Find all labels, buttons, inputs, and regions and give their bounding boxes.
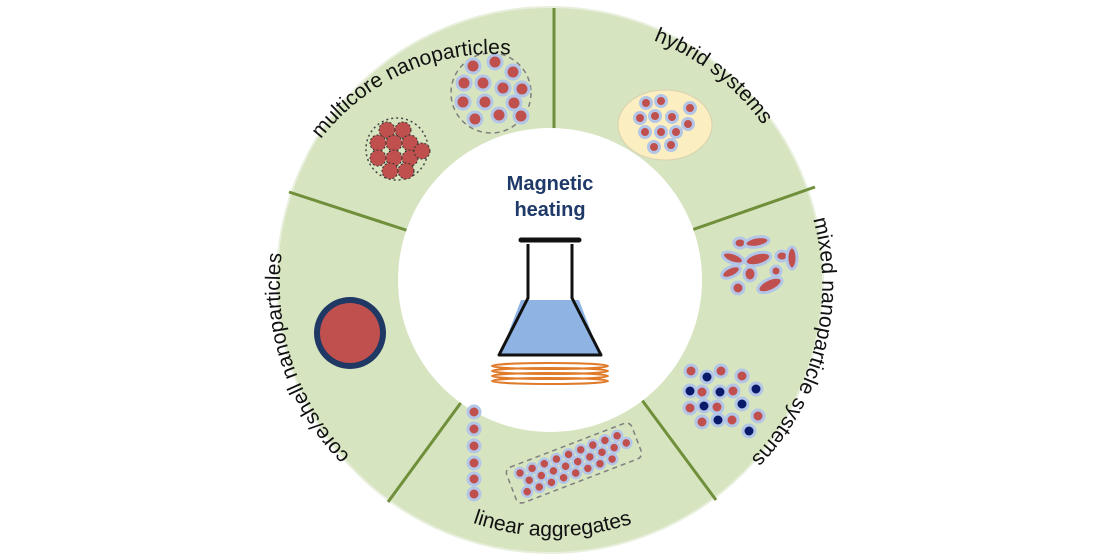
core-shell-particle-icon xyxy=(314,297,386,369)
multicore-loose-cluster-icon xyxy=(450,52,532,134)
multicore-dense-cluster-icon xyxy=(365,117,431,181)
divider-right xyxy=(685,185,816,234)
center-circle xyxy=(398,128,702,432)
flask-icon xyxy=(497,237,603,357)
mixed-two-type-particles-icon xyxy=(682,363,766,439)
flask-liquid xyxy=(500,300,600,355)
divider-left xyxy=(288,190,413,234)
mixed-elongated-particles-icon xyxy=(720,235,799,296)
hybrid-system-icon xyxy=(617,89,713,161)
divider-bottom-left xyxy=(386,392,470,503)
flask-outline xyxy=(497,244,603,357)
heating-coil-icon xyxy=(491,362,609,385)
segment-dividers xyxy=(288,8,816,503)
center-title-line2: heating xyxy=(514,199,585,221)
divider-bottom-right xyxy=(634,391,718,501)
center-title-line1: Magnetic xyxy=(507,173,594,195)
linear-chain-icon xyxy=(466,404,482,502)
linear-bundle-icon xyxy=(505,422,643,504)
